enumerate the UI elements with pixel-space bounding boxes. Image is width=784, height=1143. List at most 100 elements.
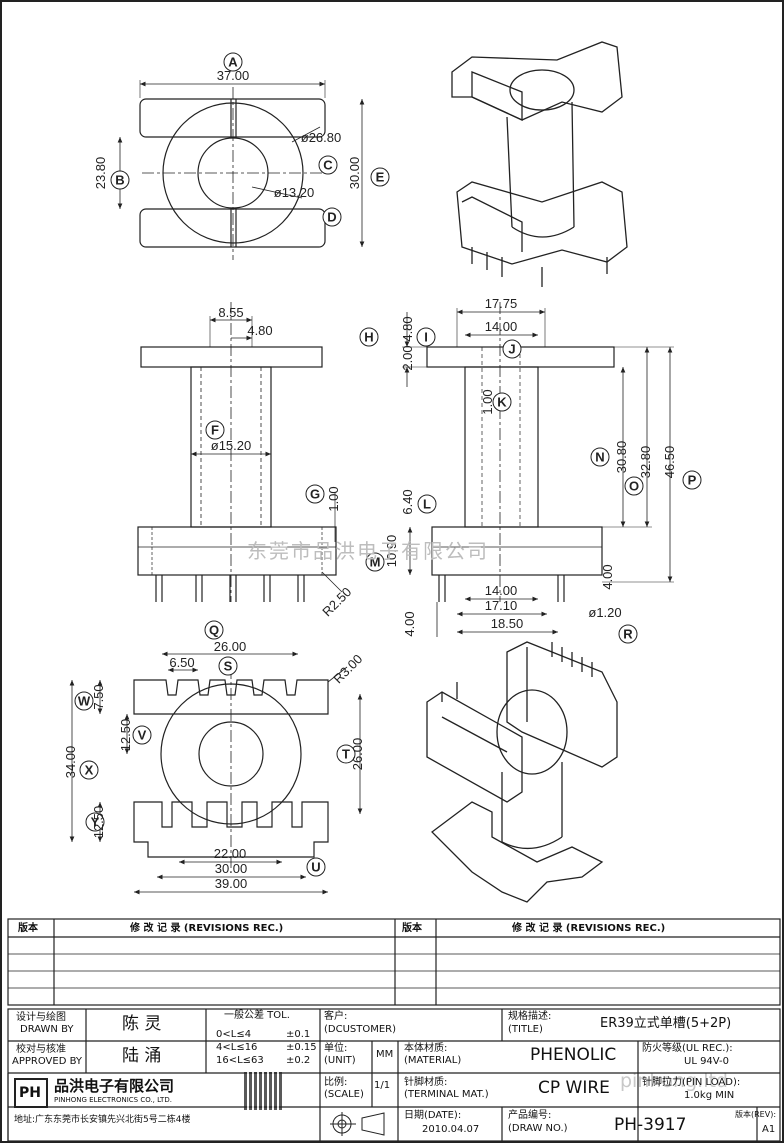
dimension-label: 4.00: [600, 564, 615, 589]
scale-label-en: (SCALE): [324, 1089, 364, 1100]
ref-letter-circle-w: [74, 691, 94, 711]
ref-letter-p: P: [688, 473, 697, 488]
ref-letter-c: C: [323, 158, 333, 173]
terminal-label-cn: 针脚材质:: [404, 1077, 448, 1088]
pinload-label: 针脚拉力(PIN LOAD):: [642, 1077, 741, 1088]
front-view: [137, 302, 343, 602]
ref-letter-k: K: [497, 395, 507, 410]
unit-label-cn: 单位:: [324, 1043, 348, 1054]
drawno-label-en: (DRAW NO.): [508, 1123, 568, 1134]
dimension-label: 32.80: [638, 446, 653, 479]
ref-letter-s: S: [224, 659, 233, 674]
technical-drawing: ABCDE37.0023.80ø26.80ø13.2030.00FG8.554.…: [63, 41, 702, 903]
watermark: 东莞市品洪电子有限公司: [247, 539, 489, 563]
dimension-label: ø13.20: [274, 185, 314, 200]
ref-letter-circle-q: [204, 620, 224, 640]
ref-letter-circle-p: [682, 470, 702, 490]
dimension-label: 30.80: [614, 441, 629, 474]
dimension-label: 1.00: [326, 486, 341, 511]
dimension-label: 23.80: [93, 157, 108, 190]
dimension-label: 30.00: [347, 157, 362, 190]
ref-letter-circle-b: [110, 170, 130, 190]
ref-letter-g: G: [310, 487, 320, 502]
dimension-label: 39.00: [215, 876, 248, 891]
top-view: [117, 80, 365, 260]
design-label-cn: 设计与绘图: [16, 1012, 66, 1023]
dimension-label: ø1.20: [588, 605, 621, 620]
design-label-en: DRAWN BY: [20, 1024, 74, 1035]
ref-letter-b: B: [115, 173, 124, 188]
dimension-label: 14.00: [485, 583, 518, 598]
dimension-label: 17.10: [485, 598, 518, 613]
ref-letter-y: Y: [91, 815, 100, 830]
ref-letter-j: J: [508, 342, 515, 357]
customer-label-cn: 客户:: [324, 1011, 348, 1022]
dimension-label: 4.80: [247, 323, 272, 338]
dimension-label: 26.00: [214, 639, 247, 654]
dimension-label: 4.00: [402, 611, 417, 636]
ref-letter-circle-k: [492, 392, 512, 412]
approve-label-cn: 校对与核准: [16, 1044, 66, 1055]
dimension-label: 14.00: [485, 319, 518, 334]
qr-code: [244, 1072, 282, 1110]
pinload-value: 1.0kg MIN: [684, 1090, 735, 1101]
ref-letter-n: N: [595, 450, 604, 465]
dimension-label: 6.40: [400, 489, 415, 514]
dimension-label: R3.00: [330, 651, 365, 686]
ref-letter-circle-v: [132, 725, 152, 745]
ref-letter-circle-n: [590, 447, 610, 467]
date-label: 日期(DATE):: [404, 1110, 462, 1121]
ref-letter-r: R: [623, 627, 633, 642]
ref-letter-e: E: [376, 170, 385, 185]
ref-letter-circle-g: [305, 484, 325, 504]
rev-label: 版本(REV):: [735, 1110, 777, 1119]
ref-letter-x: X: [85, 763, 94, 778]
ref-letter-f: F: [211, 423, 219, 438]
material-value: PHENOLIC: [530, 1045, 617, 1065]
ref-letter-circle-s: [218, 656, 238, 676]
dimension-label: 34.00: [63, 746, 78, 779]
title-value: ER39立式单槽(5+2P): [600, 1016, 732, 1031]
title-label-cn: 规格描述:: [508, 1011, 552, 1022]
drawno-label-cn: 产品编号:: [508, 1110, 552, 1121]
ref-letter-circle-y: [85, 812, 105, 832]
company-name-en: PINHONG ELECTRONICS CO., LTD.: [54, 1096, 172, 1104]
approver-name: 陆 涌: [122, 1046, 162, 1066]
tol-range-3: 16<L≤63: [216, 1055, 264, 1066]
dimension-label: 26.00: [350, 738, 365, 771]
tol-value-2: ±0.15: [286, 1042, 317, 1053]
terminal-label-en: (TERMINAL MAT.): [404, 1089, 489, 1100]
approve-label-en: APPROVED BY: [12, 1056, 83, 1067]
dimension-label: 6.50: [169, 655, 194, 670]
company-logo: PH: [14, 1078, 48, 1108]
ref-letter-l: L: [423, 497, 431, 512]
dimension-label: 37.00: [217, 68, 250, 83]
dimension-label: 1.00: [480, 389, 495, 414]
dimension-label: 46.50: [662, 446, 677, 479]
ref-letter-w: W: [78, 694, 91, 709]
ref-letter-circle-i: [416, 327, 436, 347]
dimension-label: ø26.80: [301, 130, 341, 145]
logo-text: PH: [19, 1085, 41, 1101]
title-label-en: (TITLE): [508, 1024, 543, 1035]
unit-value: MM: [376, 1049, 394, 1060]
ref-letter-circle-m: [365, 552, 385, 572]
dimension-label: 12.50: [118, 719, 133, 752]
designer-name: 陈 灵: [122, 1014, 162, 1034]
ref-letter-circle-t: [336, 744, 356, 764]
material-label-cn: 本体材质:: [404, 1043, 448, 1054]
material-label-en: (MATERIAL): [404, 1055, 462, 1066]
ref-letter-circle-o: [624, 476, 644, 496]
ref-letter-circle-x: [79, 760, 99, 780]
dimension-label: 22.00: [214, 846, 247, 861]
dimension-label: 10.90: [384, 535, 399, 568]
projection-symbol: [330, 1110, 390, 1143]
dimension-label: 17.75: [485, 296, 518, 311]
ref-letter-circle-d: [322, 207, 342, 227]
ref-letter-m: M: [370, 555, 381, 570]
dimension-label: 30.00: [215, 861, 248, 876]
dimension-label: 4.80: [400, 316, 415, 341]
watermark-url: pinhong.ltd: [620, 1070, 728, 1092]
ref-letter-t: T: [342, 747, 350, 762]
